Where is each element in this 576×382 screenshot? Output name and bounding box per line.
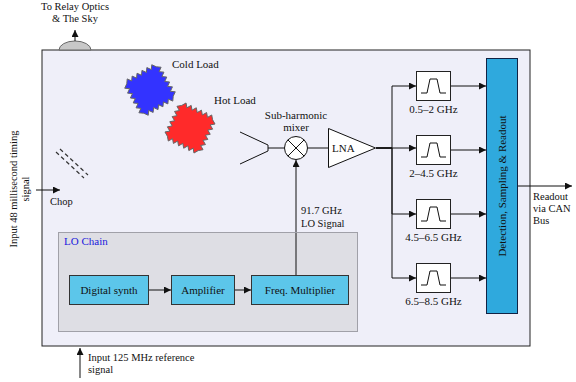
signal-connector	[149, 290, 171, 291]
signal-connector	[235, 290, 251, 291]
group-fill	[58, 232, 358, 332]
load-absorber	[162, 100, 218, 156]
node-label: 2–4.5 GHz	[409, 167, 457, 180]
annotation-label: To Relay Optics & The Sky	[38, 1, 112, 25]
signal-connector	[451, 214, 486, 215]
process-box: Amplifier	[171, 275, 235, 305]
group-fill	[58, 232, 358, 332]
edge-label: 91.7 GHz LO Signal	[301, 205, 353, 229]
process-box: Digital synth	[69, 275, 149, 305]
annotation-label: Chop	[50, 196, 90, 208]
readout-bar: Detection, Sampling & Readout	[486, 58, 518, 314]
bandpass-filter: 0.5–2 GHz	[416, 71, 451, 101]
readout-arrow	[518, 186, 572, 187]
signal-connector	[451, 150, 486, 151]
signal-connector	[451, 278, 486, 279]
node-label: Amplifier	[181, 284, 224, 297]
reference-input-arrow	[80, 348, 81, 378]
lens	[59, 41, 91, 50]
load-absorber	[122, 62, 178, 118]
mixer-symbol	[284, 136, 308, 160]
process-box: Freq. Multiplier	[251, 275, 349, 305]
node-label: Freq. Multiplier	[265, 284, 335, 297]
annotation-label: Input 48 millisecond timing signal	[8, 124, 32, 254]
bandpass-symbol	[417, 200, 450, 228]
signal-connector	[451, 86, 486, 87]
calibration-load: Cold Load	[122, 62, 178, 118]
node-label: Cold Load	[172, 58, 219, 71]
lo-chain-group: LO ChainDigital synth Amplifier Freq. Mult…	[58, 232, 358, 332]
annotation-label: Input 125 MHz reference signal	[88, 352, 200, 376]
annotation-label: Readout via CAN Bus	[533, 191, 573, 227]
node-label: Digital synth	[80, 284, 137, 297]
node-label: 6.5–8.5 GHz	[405, 295, 462, 308]
calibration-load: Hot Load	[162, 100, 218, 156]
node-label: 4.5–6.5 GHz	[405, 231, 462, 244]
node-label: LO Chain	[59, 233, 357, 250]
feed-horn	[240, 132, 284, 164]
bandpass-filter: 4.5–6.5 GHz	[416, 199, 451, 229]
sky-arrow	[75, 30, 76, 41]
bandpass-symbol	[417, 264, 450, 292]
signal-connector	[376, 148, 416, 214]
signal-connector	[296, 160, 297, 275]
signal-connector	[308, 148, 328, 149]
bandpass-filter: 2–4.5 GHz	[416, 135, 451, 165]
node-label: Hot Load	[214, 94, 256, 107]
bandpass-symbol	[417, 136, 450, 164]
mixer-circle: Sub-harmonic mixer	[284, 136, 308, 160]
signal-connector	[376, 86, 416, 148]
node-label: Sub-harmonic mixer	[258, 109, 334, 134]
node-label: Detection, Sampling & Readout	[495, 58, 509, 314]
node-label: 0.5–2 GHz	[409, 103, 457, 116]
node-label: LNA	[332, 142, 355, 155]
bandpass-symbol	[417, 72, 450, 100]
chop-mirror	[56, 149, 88, 178]
instrument-housing	[42, 50, 530, 346]
amplifier-triangle: LNA	[328, 128, 376, 168]
timing-input-arrow	[36, 190, 60, 191]
bandpass-filter: 6.5–8.5 GHz	[416, 263, 451, 293]
